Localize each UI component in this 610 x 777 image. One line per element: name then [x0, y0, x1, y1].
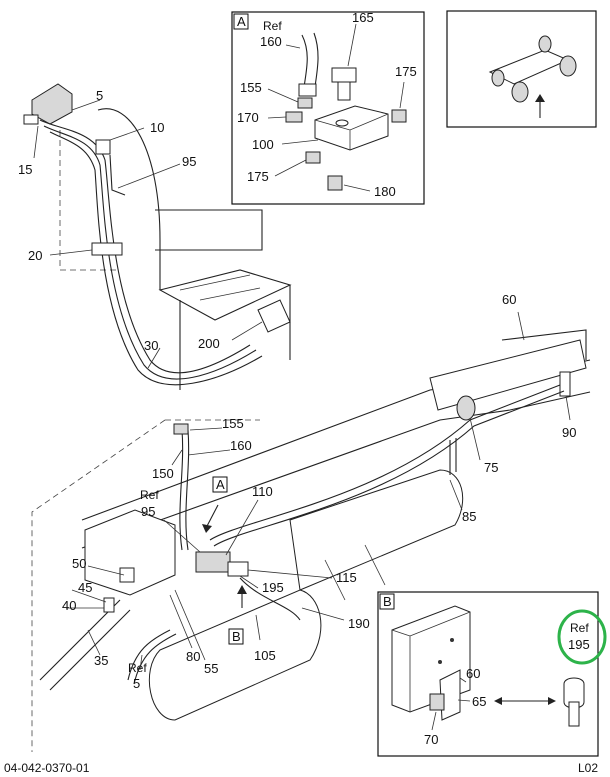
callout-40: 40 [62, 598, 76, 613]
callout-195: 195 [262, 580, 284, 595]
callout-105: 105 [254, 648, 276, 663]
callout-155-a: 155 [240, 80, 262, 95]
clamp-40 [103, 597, 115, 613]
detail-b-frame [377, 591, 599, 757]
callout-115: 115 [336, 570, 357, 585]
chassis-view: 60 90 75 85 155 160 150 Ref 95 110 A 50 … [31, 292, 591, 752]
callout-175-a: 175 [395, 64, 417, 79]
detail-a-marker [212, 476, 228, 493]
locator-arrow-icon [535, 94, 545, 102]
callout-60-b: 60 [466, 666, 480, 681]
crossmember-60 [429, 339, 587, 411]
callout-10: 10 [150, 120, 164, 135]
callout-30: 30 [144, 338, 158, 353]
callout-160-ref: Ref [263, 19, 282, 33]
valve-15 [31, 83, 73, 125]
callout-50: 50 [72, 556, 86, 571]
front-crossmember [84, 509, 176, 596]
callout-95-b: 95 [141, 504, 155, 519]
callout-165: 165 [352, 10, 374, 25]
clamp-50 [119, 567, 135, 583]
callout-160: 160 [260, 34, 282, 49]
callout-60-a: 60 [502, 292, 516, 307]
callout-80: 80 [186, 649, 200, 664]
detail-a-tag [233, 13, 249, 30]
line-main [209, 384, 561, 541]
detail-a-marker-text: A [216, 477, 225, 492]
callout-5: 5 [96, 88, 103, 103]
valve-assembly: 5 10 15 95 20 30 200 [18, 83, 292, 390]
grommet-200 [257, 299, 291, 333]
locator-frame [446, 10, 597, 128]
callout-160-b: 160 [230, 438, 252, 453]
detail-b-tag [379, 593, 395, 610]
fitting-170 [285, 111, 303, 123]
callout-150: 150 [152, 466, 174, 481]
highlight-ring [557, 609, 607, 665]
bracket-100 [314, 105, 389, 151]
detail-b-marker-text: B [232, 629, 241, 644]
callout-155-b: 155 [222, 416, 244, 431]
arrow-a-icon [202, 524, 212, 533]
fitting-155-b [173, 423, 189, 435]
detail-a-frame [231, 11, 425, 205]
bracket-195 [563, 677, 585, 709]
callout-95-ref: Ref [140, 488, 159, 502]
callout-85: 85 [462, 509, 476, 524]
fitting-155 [297, 97, 313, 109]
detail-a: A Ref 160 165 155 175 170 100 175 [231, 10, 425, 205]
detail-b-marker [228, 628, 244, 645]
tank-105 [148, 589, 322, 721]
arrow-b-icon [237, 585, 247, 594]
callout-110: 110 [252, 484, 273, 499]
detail-b-tag-text: B [383, 594, 392, 609]
callout-90: 90 [562, 425, 576, 440]
fitting-75 [456, 395, 476, 421]
callout-45: 45 [78, 580, 92, 595]
arrow-left-icon [494, 697, 502, 705]
callout-5-ref: Ref [128, 661, 147, 675]
line-150 [179, 429, 184, 551]
callout-180: 180 [374, 184, 396, 199]
callout-55: 55 [204, 661, 218, 676]
callout-195-highlight: 195 [568, 637, 590, 652]
arrow-right-icon [548, 697, 556, 705]
callout-95: 95 [182, 154, 196, 169]
tank-85 [289, 469, 464, 591]
callout-190: 190 [348, 616, 370, 631]
callout-75: 75 [484, 460, 498, 475]
clip-20 [91, 242, 123, 256]
callout-35: 35 [94, 653, 108, 668]
callout-195-ref: Ref [570, 621, 589, 635]
fitting-175b [305, 151, 321, 164]
detail-a-tag-text: A [237, 14, 246, 29]
valve-110 [195, 551, 231, 573]
callout-70: 70 [424, 732, 438, 747]
tee-165 [331, 67, 357, 83]
callout-65: 65 [472, 694, 486, 709]
line-30 [39, 119, 251, 374]
callout-100: 100 [252, 137, 274, 152]
doc-id: 04-042-0370-01 [4, 761, 90, 775]
detail-b: B Ref 195 60 65 70 [377, 591, 607, 757]
callout-5-b: 5 [133, 676, 140, 691]
locator-view [446, 10, 597, 128]
callout-200: 200 [198, 336, 220, 351]
fitting-175a [391, 109, 407, 123]
callout-15: 15 [18, 162, 32, 177]
line-95 [109, 154, 126, 196]
callout-170: 170 [237, 110, 259, 125]
fitting-180 [327, 175, 343, 191]
clip-70 [429, 693, 445, 711]
clip-10 [95, 139, 111, 155]
callout-175-b: 175 [247, 169, 269, 184]
callout-20: 20 [28, 248, 42, 263]
bracket-90 [559, 371, 571, 397]
page-code: L02 [578, 761, 598, 775]
